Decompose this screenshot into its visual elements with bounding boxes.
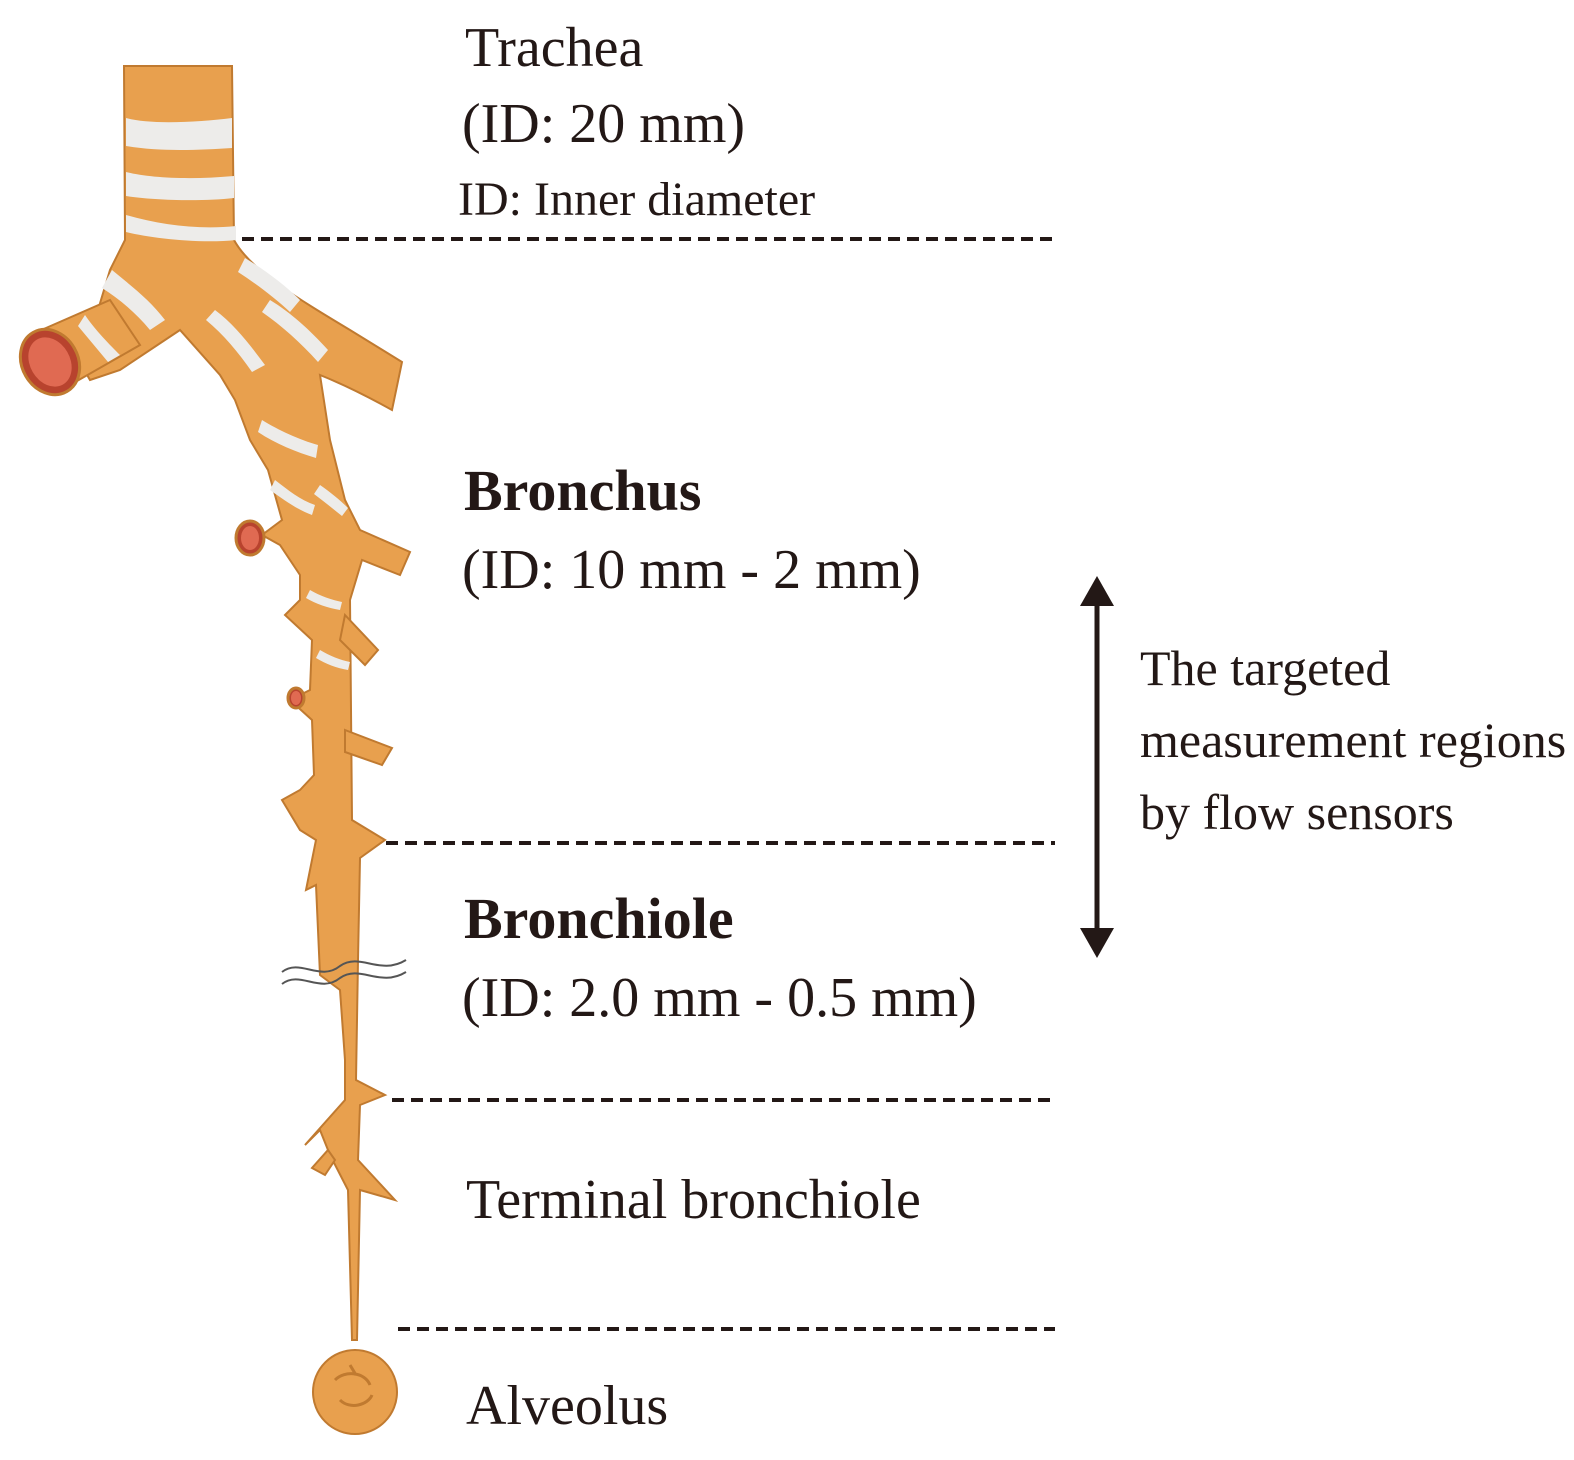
measurement-arrow xyxy=(1080,576,1114,958)
side-branch xyxy=(344,728,394,767)
terminal-bronchiole-label: Terminal bronchiole xyxy=(466,1169,921,1231)
alveolus-texture xyxy=(333,1364,374,1407)
cartilage-rings xyxy=(78,118,350,670)
trachea-shape xyxy=(68,65,412,1341)
trachea-id-label: (ID: 20 mm) xyxy=(462,93,746,155)
id-note-label: ID: Inner diameter xyxy=(458,173,816,226)
lumen-opening xyxy=(291,691,301,705)
bronchiole-label: Bronchiole xyxy=(464,886,734,951)
break-lines xyxy=(281,959,407,985)
bronchiole-id-label: (ID: 2.0 mm - 0.5 mm) xyxy=(462,967,977,1029)
bronchus-label: Bronchus xyxy=(464,458,702,523)
alveolus-shape xyxy=(312,1349,398,1435)
lumen-opening xyxy=(241,526,259,550)
side-branch xyxy=(310,1148,337,1177)
trachea-label: Trachea xyxy=(465,17,644,79)
alveolus-label: Alveolus xyxy=(466,1375,669,1437)
arrow-head-up xyxy=(1080,576,1114,606)
side-branch xyxy=(338,612,380,667)
target-region-annotation: The targeted measurement regions by flow… xyxy=(1140,640,1567,840)
arrow-head-down xyxy=(1080,928,1114,958)
separator-lines xyxy=(242,237,1055,1331)
airway-tree xyxy=(18,65,412,1435)
lumen-opening xyxy=(28,337,72,387)
bronchus-id-label: (ID: 10 mm - 2 mm) xyxy=(462,539,921,601)
